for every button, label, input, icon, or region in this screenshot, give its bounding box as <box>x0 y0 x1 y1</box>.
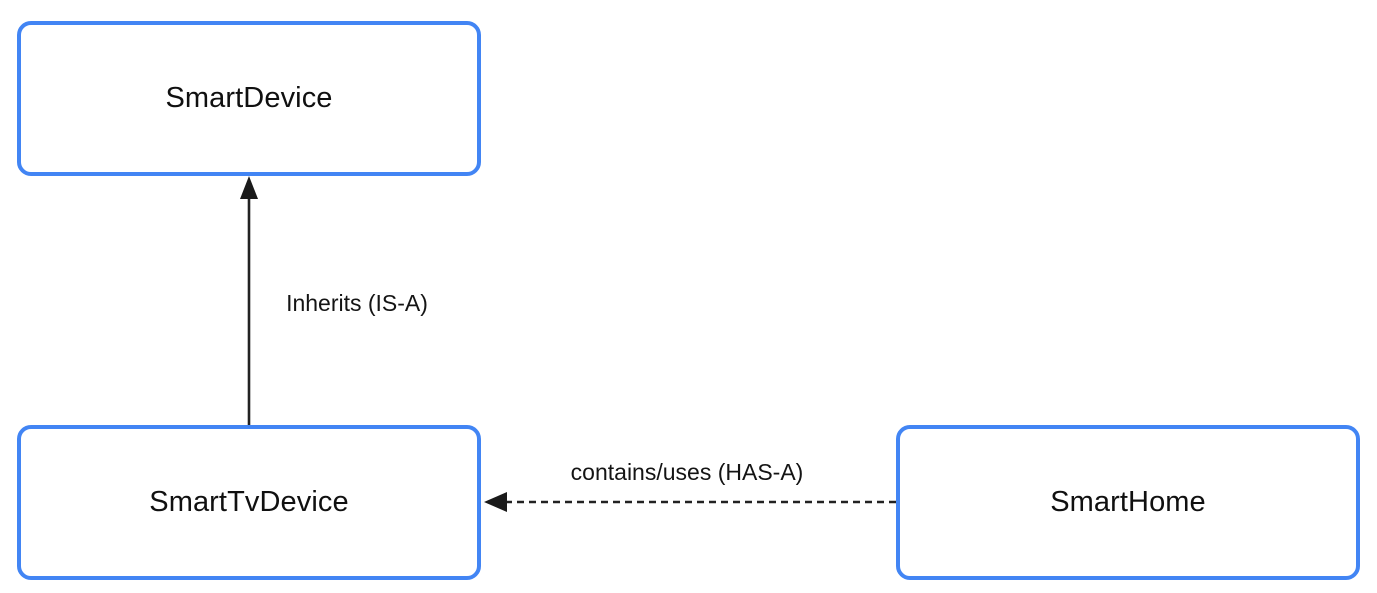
inherits-edge-arrowhead-icon <box>240 176 258 199</box>
node-smart-home[interactable]: SmartHome <box>896 425 1360 580</box>
edge-label-inherits: Inherits (IS-A) <box>286 290 428 316</box>
node-label-smart-device: SmartDevice <box>165 82 333 114</box>
contains-uses-edge-connector <box>484 492 896 512</box>
node-label-smart-tv-device: SmartTvDevice <box>149 486 349 518</box>
node-smart-tv-device[interactable]: SmartTvDevice <box>17 425 481 580</box>
node-label-smart-home: SmartHome <box>1050 486 1206 518</box>
inherits-edge-connector <box>240 176 258 425</box>
edge-label-contains-uses: contains/uses (HAS-A) <box>570 459 804 485</box>
node-smart-device[interactable]: SmartDevice <box>17 21 481 176</box>
contains-uses-edge-arrowhead-icon <box>484 492 507 512</box>
